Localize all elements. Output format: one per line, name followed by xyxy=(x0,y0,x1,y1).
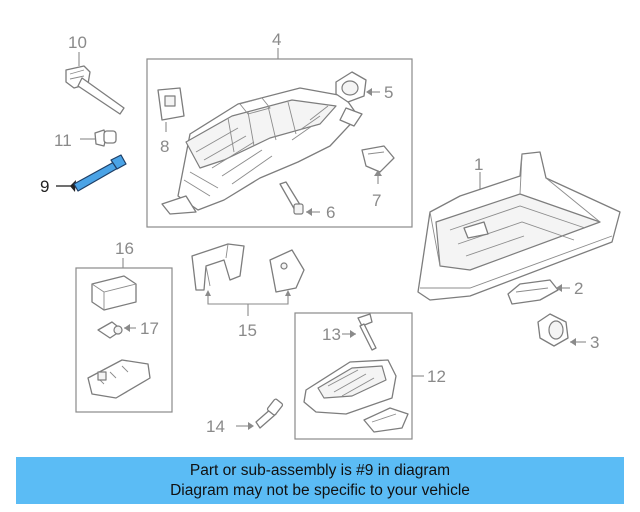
parts-diagram: 10 11 9 4 8 5 xyxy=(40,30,621,440)
callout-15: 15 xyxy=(238,321,257,340)
glove-box-housing[interactable] xyxy=(161,87,363,215)
part-8-bracket[interactable] xyxy=(157,87,185,132)
part-9-highlighted[interactable] xyxy=(56,154,127,192)
callout-10: 10 xyxy=(68,33,87,52)
callout-2: 2 xyxy=(574,279,583,298)
part-12-lock-assembly[interactable] xyxy=(303,359,409,433)
callout-8: 8 xyxy=(160,137,169,156)
part-11-clip[interactable] xyxy=(80,129,117,147)
banner-line-1: Part or sub-assembly is #9 in diagram xyxy=(189,462,451,479)
part-6-pin[interactable] xyxy=(279,181,320,216)
callout-4: 4 xyxy=(272,30,281,49)
part-17-bulb[interactable] xyxy=(97,321,136,339)
part-14-bolt[interactable] xyxy=(236,398,284,430)
callout-11: 11 xyxy=(54,131,72,150)
callout-12: 12 xyxy=(427,367,446,386)
assembly-box-16 xyxy=(75,267,173,413)
info-banner: Part or sub-assembly is #9 in diagram Di… xyxy=(16,457,624,504)
part-1-glove-box-door[interactable] xyxy=(417,151,621,301)
leader-15 xyxy=(207,292,289,305)
part-7-latch[interactable] xyxy=(361,145,395,184)
part-13-screw[interactable] xyxy=(342,313,377,351)
part-15-bracket-right[interactable] xyxy=(269,249,305,293)
assembly-box-4 xyxy=(146,58,413,228)
part-3-damper[interactable] xyxy=(537,313,586,347)
callout-3: 3 xyxy=(590,333,599,352)
callout-1: 1 xyxy=(474,155,483,174)
part-15-bracket-left[interactable] xyxy=(191,243,245,291)
part-16-lamp-socket[interactable] xyxy=(87,359,151,399)
callout-5: 5 xyxy=(384,83,393,102)
callout-17: 17 xyxy=(140,319,159,338)
part-16-lamp-housing[interactable] xyxy=(91,275,137,311)
part-10-strap[interactable] xyxy=(65,52,125,115)
banner-line-2: Diagram may not be specific to your vehi… xyxy=(170,482,470,499)
callout-7: 7 xyxy=(372,191,381,210)
callout-6: 6 xyxy=(326,203,335,222)
callout-13: 13 xyxy=(322,325,341,344)
part-5-bumper[interactable] xyxy=(335,71,380,103)
callout-16: 16 xyxy=(115,239,134,258)
part-2-hinge[interactable] xyxy=(507,279,570,305)
callout-9: 9 xyxy=(40,177,49,196)
callout-14: 14 xyxy=(206,417,225,436)
